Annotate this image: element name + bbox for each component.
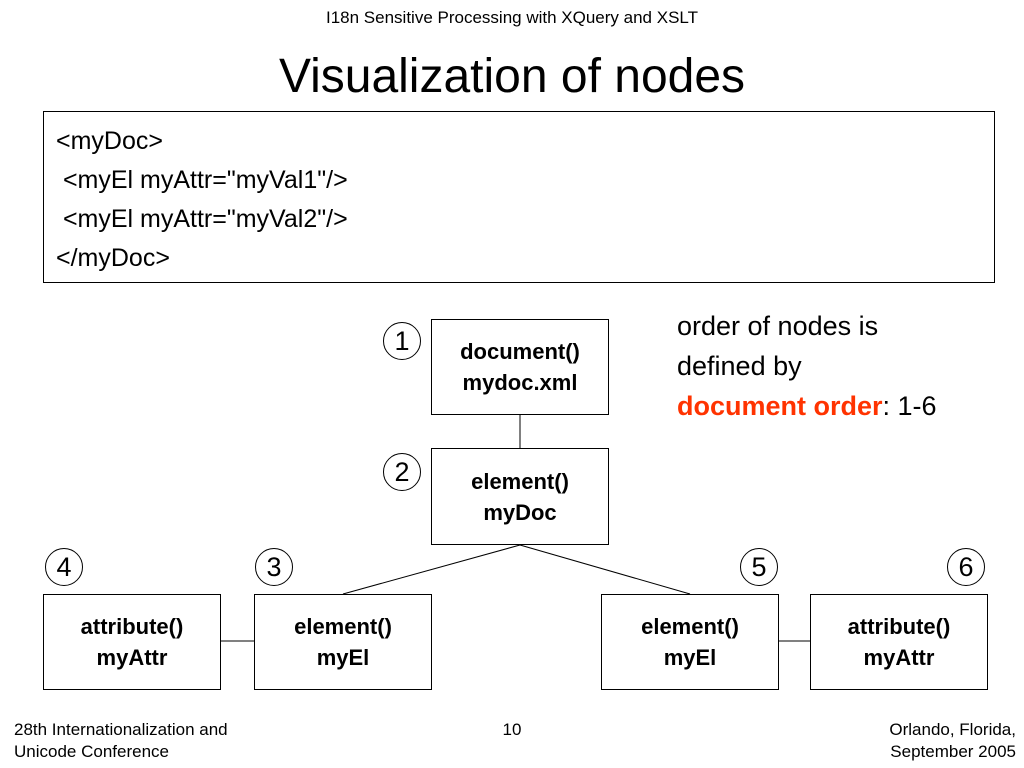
connector-mydoc-to-myel-1 — [342, 544, 521, 595]
slide-title: Visualization of nodes — [278, 50, 746, 103]
node-type: element() — [294, 614, 392, 639]
attribute-myattr-node-2: attribute() myAttr — [810, 594, 988, 690]
connector-mydoc-to-myel-2 — [519, 544, 691, 595]
node-type: element() — [641, 614, 739, 639]
note-highlight: document order — [677, 391, 883, 421]
node-type: element() — [471, 468, 569, 494]
footer-line: Orlando, Florida, — [889, 720, 1016, 739]
note-suffix: : 1-6 — [882, 391, 937, 421]
order-badge-5: 5 — [740, 548, 778, 586]
element-myel-node-2: element() myEl — [601, 594, 779, 690]
order-badge-6: 6 — [947, 548, 985, 586]
footer-location: Orlando, Florida, September 2005 — [889, 719, 1016, 763]
footer-line: 28th Internationalization and — [14, 720, 228, 739]
node-name: myEl — [663, 645, 717, 670]
order-badge-4: 4 — [45, 548, 83, 586]
xml-code-box: <myDoc> <myEl myAttr="myVal1"/> <myEl my… — [43, 111, 995, 283]
note-line-1: order of nodes is — [677, 311, 879, 341]
page-number: 10 — [502, 720, 522, 739]
code-line: <myEl myAttr="myVal1"/> — [56, 166, 348, 194]
code-line: </myDoc> — [56, 244, 170, 272]
node-name: myEl — [316, 645, 370, 670]
order-badge-3: 3 — [255, 548, 293, 586]
footer-conference: 28th Internationalization and Unicode Co… — [14, 719, 228, 763]
note-line-3: document order: 1-6 — [677, 386, 937, 426]
slide-header: I18n Sensitive Processing with XQuery an… — [326, 8, 698, 27]
document-node: document() mydoc.xml — [431, 319, 609, 415]
element-myel-node-1: element() myEl — [254, 594, 432, 690]
code-line: <myDoc> — [56, 127, 163, 155]
node-name: mydoc.xml — [462, 370, 578, 395]
element-mydoc-node: element() myDoc — [431, 448, 609, 545]
node-name: myAttr — [96, 645, 168, 670]
footer-line: September 2005 — [890, 742, 1016, 761]
node-type: attribute() — [80, 614, 184, 639]
node-type: document() — [460, 339, 580, 364]
node-name: myAttr — [863, 645, 935, 670]
node-name: myDoc — [483, 499, 557, 525]
document-order-note: order of nodes is defined by document or… — [677, 306, 937, 426]
code-line: <myEl myAttr="myVal2"/> — [56, 205, 348, 233]
order-badge-2: 2 — [383, 453, 421, 491]
order-badge-1: 1 — [383, 322, 421, 360]
attribute-myattr-node-1: attribute() myAttr — [43, 594, 221, 690]
footer-line: Unicode Conference — [14, 742, 169, 761]
node-type: attribute() — [847, 614, 951, 639]
note-line-2: defined by — [677, 351, 802, 381]
